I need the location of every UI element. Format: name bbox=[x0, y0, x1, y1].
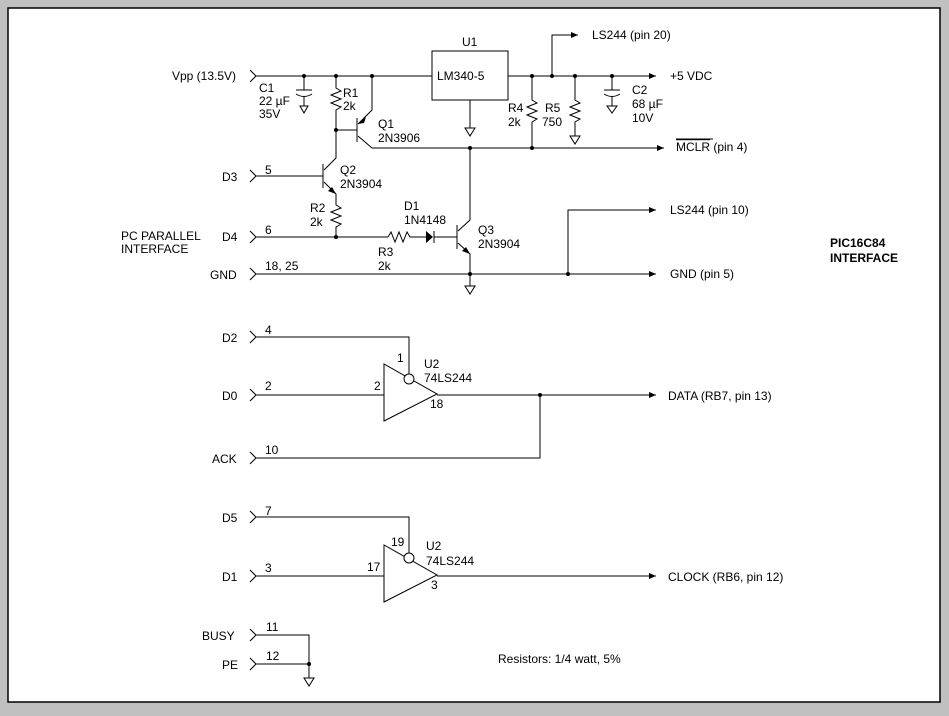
resistor-r5: R5 750 bbox=[542, 74, 582, 145]
svg-text:1N4148: 1N4148 bbox=[404, 213, 446, 227]
ack-input: ACK 10 bbox=[212, 395, 541, 466]
svg-text:ACK: ACK bbox=[212, 452, 237, 466]
svg-text:D1: D1 bbox=[222, 570, 238, 584]
d2-input: D2 4 bbox=[222, 323, 410, 374]
buffer-u2a: 1 2 18 U2 74LS244 bbox=[374, 351, 656, 422]
svg-text:Q2: Q2 bbox=[340, 163, 356, 177]
mclr-output: MCLR (pin 4) bbox=[468, 138, 747, 154]
svg-text:C2: C2 bbox=[632, 83, 648, 97]
resistor-r1: R1 2k bbox=[329, 74, 359, 130]
svg-text:1: 1 bbox=[397, 351, 404, 365]
svg-text:GND (pin 5): GND (pin 5) bbox=[670, 267, 734, 281]
svg-text:22 µF: 22 µF bbox=[259, 94, 290, 108]
svg-text:2: 2 bbox=[265, 379, 272, 393]
svg-text:PC PARALLEL: PC PARALLEL bbox=[121, 229, 201, 243]
resistor-r3: R3 2k bbox=[378, 230, 426, 273]
regulator-u1: U1 LM340-5 bbox=[431, 35, 509, 137]
svg-text:74LS244: 74LS244 bbox=[426, 554, 474, 568]
svg-text:17: 17 bbox=[367, 560, 381, 574]
d5-input: D5 7 bbox=[222, 504, 410, 553]
svg-text:2k: 2k bbox=[310, 215, 324, 229]
transistor-q2: D3 5 Q2 2N3904 bbox=[222, 130, 382, 205]
svg-text:10: 10 bbox=[265, 443, 279, 457]
svg-text:U2: U2 bbox=[426, 539, 442, 553]
sheet-border bbox=[7, 7, 941, 703]
svg-text:2N3904: 2N3904 bbox=[340, 177, 382, 191]
capacitor-c2: C2 68 µF 10V bbox=[603, 74, 663, 125]
svg-text:D3: D3 bbox=[222, 170, 238, 184]
svg-text:2k: 2k bbox=[378, 259, 392, 273]
svg-text:DATA (RB7, pin 13): DATA (RB7, pin 13) bbox=[668, 389, 772, 403]
svg-text:PIC16C84: PIC16C84 bbox=[830, 236, 886, 250]
svg-text:D0: D0 bbox=[222, 389, 238, 403]
svg-text:750: 750 bbox=[542, 115, 562, 129]
d4-input: PC PARALLEL INTERFACE D4 6 bbox=[121, 223, 388, 256]
svg-text:Q1: Q1 bbox=[378, 117, 394, 131]
svg-text:LS244 (pin 10): LS244 (pin 10) bbox=[670, 203, 749, 217]
svg-text:R5: R5 bbox=[545, 101, 561, 115]
svg-text:Vpp (13.5V): Vpp (13.5V) bbox=[172, 69, 236, 83]
resistor-note: Resistors: 1/4 watt, 5% bbox=[498, 652, 621, 666]
svg-text:35V: 35V bbox=[259, 107, 280, 121]
svg-text:D2: D2 bbox=[222, 331, 238, 345]
d1-input: D1 3 bbox=[222, 561, 384, 584]
svg-text:BUSY: BUSY bbox=[202, 629, 235, 643]
svg-text:LS244 (pin 20): LS244 (pin 20) bbox=[592, 28, 671, 42]
d0-input: D0 2 bbox=[222, 379, 384, 403]
svg-text:U2: U2 bbox=[424, 357, 440, 371]
pe-input: PE 12 bbox=[222, 649, 315, 687]
svg-text:D1: D1 bbox=[404, 199, 420, 213]
svg-text:68 µF: 68 µF bbox=[632, 97, 663, 111]
svg-text:12: 12 bbox=[266, 649, 280, 663]
svg-text:R4: R4 bbox=[508, 101, 524, 115]
svg-text:74LS244: 74LS244 bbox=[424, 371, 472, 385]
buffer-u2b: 19 17 3 U2 74LS244 bbox=[367, 535, 656, 603]
svg-text:C1: C1 bbox=[259, 81, 275, 95]
svg-text:19: 19 bbox=[391, 535, 405, 549]
svg-text:R3: R3 bbox=[378, 245, 394, 259]
svg-text:7: 7 bbox=[265, 504, 272, 518]
svg-text:2: 2 bbox=[374, 379, 381, 393]
svg-text:10V: 10V bbox=[632, 111, 653, 125]
svg-text:MCLR (pin 4): MCLR (pin 4) bbox=[676, 140, 747, 154]
svg-text:3: 3 bbox=[431, 578, 438, 592]
svg-text:2k: 2k bbox=[343, 99, 357, 113]
svg-text:R1: R1 bbox=[343, 86, 359, 100]
svg-text:18, 25: 18, 25 bbox=[265, 259, 299, 273]
svg-text:U1: U1 bbox=[462, 35, 478, 49]
svg-text:5: 5 bbox=[265, 163, 272, 177]
svg-text:6: 6 bbox=[265, 223, 272, 237]
svg-text:GND: GND bbox=[210, 268, 237, 282]
ls244-pin10-output: LS244 (pin 10) bbox=[566, 203, 749, 276]
busy-input: BUSY 11 bbox=[202, 620, 310, 678]
vdc-label: +5 VDC bbox=[670, 69, 713, 83]
svg-text:INTERFACE: INTERFACE bbox=[121, 242, 188, 256]
capacitor-c1: C1 22 µF 35V bbox=[259, 74, 313, 121]
page-title: PIC16C84 INTERFACE bbox=[830, 236, 898, 265]
svg-text:2N3904: 2N3904 bbox=[478, 237, 520, 251]
svg-text:2k: 2k bbox=[508, 115, 522, 129]
svg-text:D4: D4 bbox=[222, 230, 238, 244]
svg-text:3: 3 bbox=[265, 561, 272, 575]
resistor-r2: R2 2k bbox=[310, 201, 343, 239]
svg-text:18: 18 bbox=[430, 397, 444, 411]
gnd-input: GND 18, 25 GND (pin 5) bbox=[210, 259, 734, 282]
clock-output: CLOCK (RB6, pin 12) bbox=[668, 570, 783, 584]
ls244-pin20-output: LS244 (pin 20) bbox=[550, 28, 671, 78]
svg-text:D5: D5 bbox=[222, 511, 238, 525]
transistor-q3: Q3 2N3904 bbox=[456, 148, 520, 295]
resistor-r4: R4 2k bbox=[508, 74, 539, 150]
svg-text:2N3906: 2N3906 bbox=[378, 131, 420, 145]
transistor-q1: Q1 2N3906 bbox=[334, 74, 664, 149]
svg-text:LM340-5: LM340-5 bbox=[437, 69, 485, 83]
svg-text:11: 11 bbox=[266, 620, 279, 634]
svg-text:PE: PE bbox=[222, 658, 238, 672]
svg-text:R2: R2 bbox=[310, 201, 326, 215]
svg-text:INTERFACE: INTERFACE bbox=[830, 251, 898, 265]
diode-d1: D1 1N4148 bbox=[404, 199, 457, 243]
svg-text:4: 4 bbox=[265, 323, 272, 337]
svg-text:Q3: Q3 bbox=[478, 223, 494, 237]
